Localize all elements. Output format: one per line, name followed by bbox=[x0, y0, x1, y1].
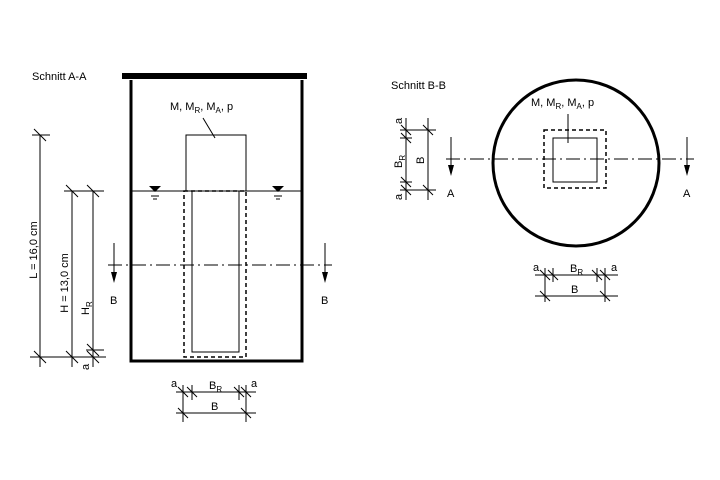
dimension-lines-side bbox=[400, 118, 436, 200]
dim-L-label: L = 16,0 cm bbox=[28, 221, 40, 278]
water-level-icon bbox=[149, 186, 161, 200]
dimension-lines-vertical bbox=[30, 128, 106, 367]
cut-label-left: A bbox=[447, 188, 455, 200]
dim-B-label: B bbox=[571, 284, 578, 296]
dimension-lines-bottom bbox=[176, 385, 256, 422]
dim-a-left: a bbox=[171, 378, 178, 390]
section-a-a-title: Schnitt A-A bbox=[32, 71, 87, 83]
dim-a-right: a bbox=[251, 378, 258, 390]
cut-label-right: A bbox=[683, 188, 691, 200]
specimen bbox=[183, 134, 247, 358]
dim-B-side-label: B bbox=[415, 157, 427, 164]
dim-a-label: a bbox=[80, 363, 92, 370]
cut-label-left: B bbox=[110, 295, 117, 307]
cut-arrow-right bbox=[322, 243, 328, 283]
container-walls bbox=[129, 80, 304, 363]
dim-BR-label: BR bbox=[209, 380, 222, 394]
leader-line bbox=[202, 117, 216, 139]
cut-arrow-left bbox=[448, 137, 454, 176]
dim-a-left: a bbox=[533, 262, 540, 274]
dim-HR-label: HR bbox=[80, 301, 94, 315]
water-level-icon bbox=[272, 186, 284, 200]
dim-a-top: a bbox=[393, 117, 405, 124]
dim-BR-side-label: BR bbox=[393, 155, 407, 168]
specimen-square bbox=[552, 137, 598, 183]
cut-label-right: B bbox=[321, 295, 328, 307]
section-b-b-title: Schnitt B-B bbox=[391, 80, 446, 92]
dimension-lines-bottom bbox=[535, 268, 618, 302]
specimen-label: M, MR, MA, p bbox=[170, 101, 233, 115]
dim-a-bottom: a bbox=[393, 193, 405, 200]
dim-H-label: H = 13,0 cm bbox=[59, 253, 71, 313]
dim-BR-label: BR bbox=[570, 263, 583, 277]
container-circle bbox=[491, 78, 661, 248]
dim-B-label: B bbox=[211, 401, 218, 413]
specimen-label: M, MR, MA, p bbox=[531, 97, 594, 111]
cut-arrow-right bbox=[684, 137, 690, 176]
section-b-b: Schnitt B-B M, MR, MA, p A A a a BR B bbox=[391, 78, 694, 302]
dim-a-right: a bbox=[611, 262, 618, 274]
section-a-a: Schnitt A-A M, MR, MA, p B B bbox=[28, 71, 332, 422]
container-lid bbox=[122, 73, 307, 79]
cut-arrow-left bbox=[111, 243, 117, 283]
